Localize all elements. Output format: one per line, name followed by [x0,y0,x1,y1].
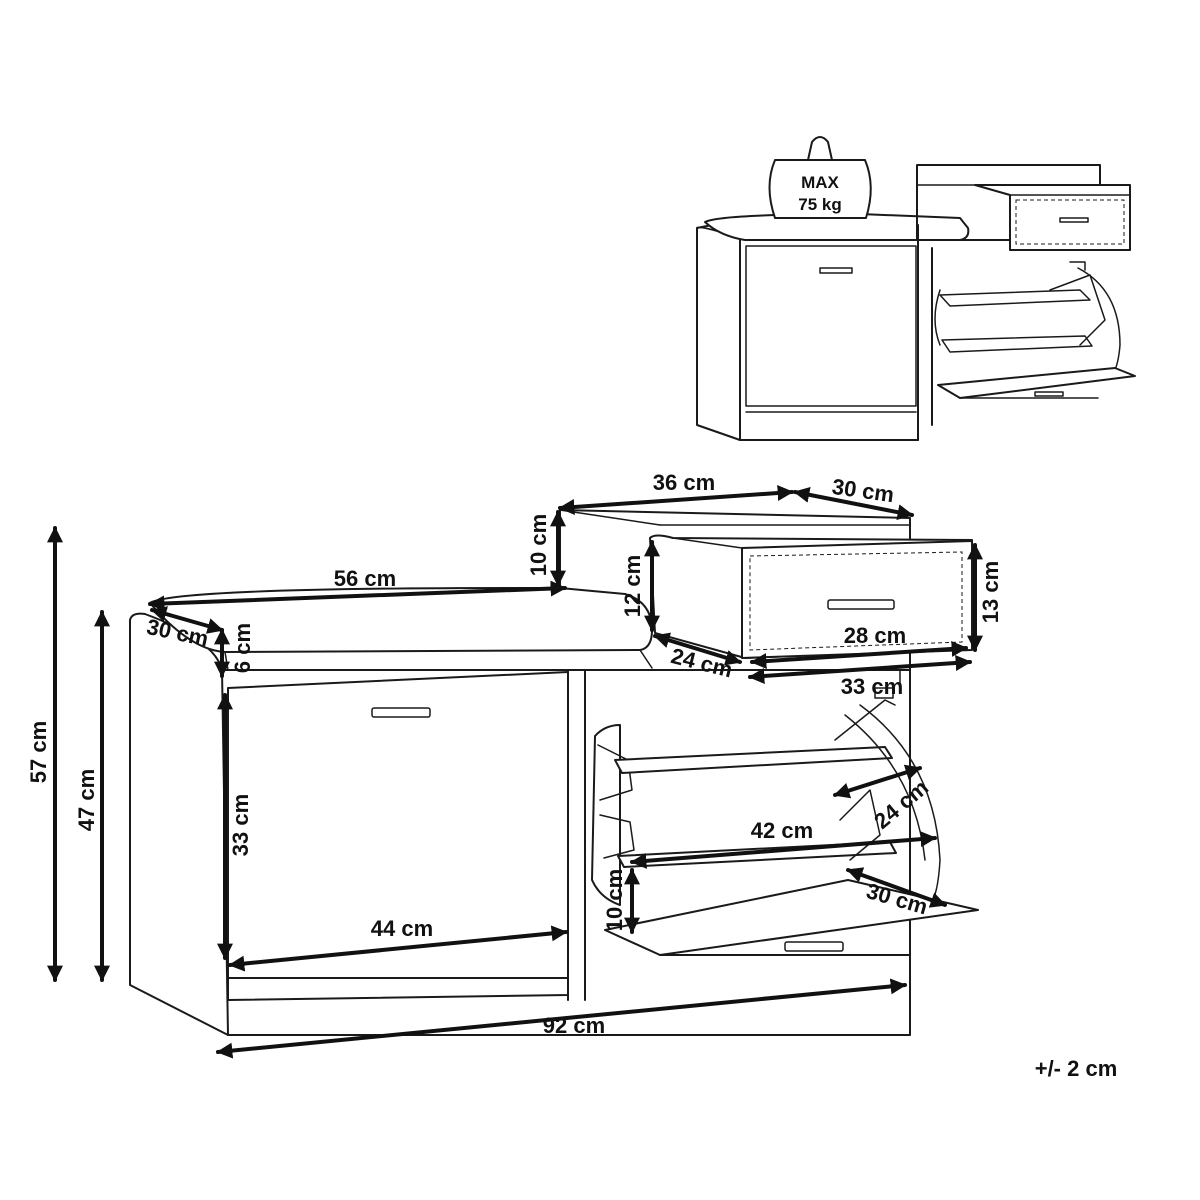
dim-line-tray-depth [833,764,922,799]
preview-illustration: MAX 75 kg [696,136,1136,441]
label-left-compartment-width: 44 cm [371,916,433,941]
dim-line-left-compartment-width [228,925,568,972]
label-drawer-right-height: 13 cm [978,561,1003,623]
label-tray-width: 42 cm [751,818,813,843]
tolerance-note: +/- 2 cm [1035,1056,1118,1081]
weight-value-label: 75 kg [798,195,841,214]
label-drawer-inner-width: 28 cm [844,623,906,648]
weight-icon: MAX 75 kg [768,136,872,219]
dim-line-total-width [216,978,907,1059]
label-body-height: 47 cm [74,769,99,831]
dim-line-drawer-depth [653,632,742,666]
label-drawer-front-height: 12 cm [620,555,645,617]
dim-line-flap-depth [846,867,947,908]
label-flap-height: 10 cm [602,869,627,931]
label-total-width: 92 cm [543,1013,605,1038]
dim-line-top-box-depth [793,486,914,521]
label-seat-thickness: 6 cm [230,623,255,673]
dim-line-seat-width [148,580,567,612]
dim-line-top-box-width [558,485,794,515]
label-top-box-width: 36 cm [653,470,715,495]
dimension-lines [47,485,983,1059]
dim-line-tray-width [630,831,937,869]
label-total-height: 57 cm [26,721,51,783]
dim-line-drawer-outer-width [748,654,972,685]
label-tray-depth: 24 cm [869,775,933,834]
label-seat-width: 56 cm [334,566,396,591]
dim-line-seat-depth [150,606,224,634]
label-drawer-outer-width: 33 cm [841,674,903,699]
weight-max-label: MAX [801,173,839,192]
label-left-door-height: 33 cm [228,794,253,856]
label-top-box-height: 10 cm [526,514,551,576]
